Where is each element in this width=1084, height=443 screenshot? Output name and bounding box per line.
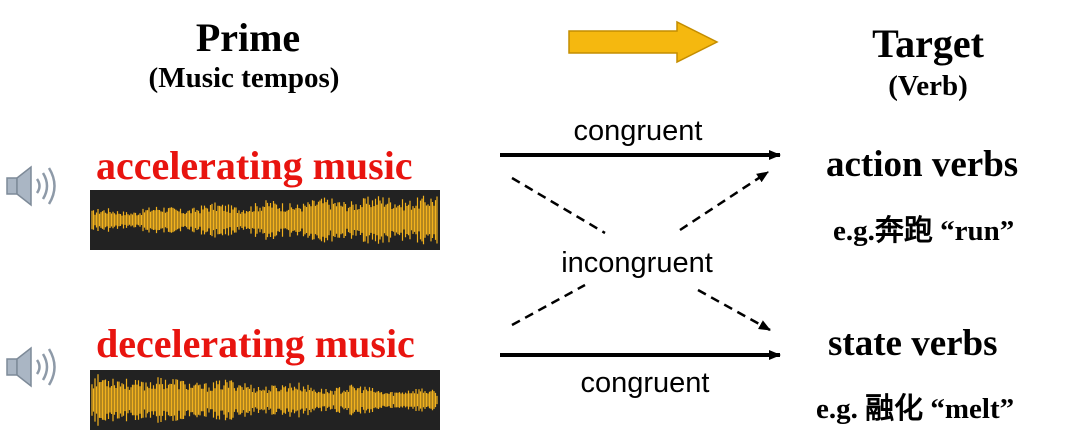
congruent-label-top: congruent (573, 115, 703, 147)
incongruent-arrow-up (511, 283, 586, 327)
congruent-label-bottom: congruent (580, 367, 710, 399)
prime-subtitle: (Music tempos) (148, 62, 340, 94)
speaker-icon (6, 165, 56, 207)
prime-title: Prime (195, 15, 301, 60)
decelerating-waveform (90, 370, 440, 430)
state-verbs-example: e.g. 融化 “melt” (816, 393, 1015, 425)
action-verbs-example: e.g.奔跑 “run” (833, 215, 1015, 247)
decelerating-music-label: decelerating music (96, 321, 415, 366)
action-verbs-label: action verbs (826, 144, 1019, 185)
incongruent-label: incongruent (561, 247, 713, 279)
accelerating-music-label: accelerating music (96, 143, 413, 188)
target-subtitle: (Verb) (888, 70, 968, 102)
incongruent-arrow-up (679, 170, 769, 232)
arrow-right-icon (568, 20, 719, 64)
speaker-icon (6, 346, 56, 388)
incongruent-arrow-down (511, 176, 606, 235)
incongruent-arrow-down (697, 288, 771, 332)
target-title: Target (872, 21, 984, 66)
state-verbs-label: state verbs (828, 323, 998, 364)
accelerating-waveform (90, 190, 440, 250)
